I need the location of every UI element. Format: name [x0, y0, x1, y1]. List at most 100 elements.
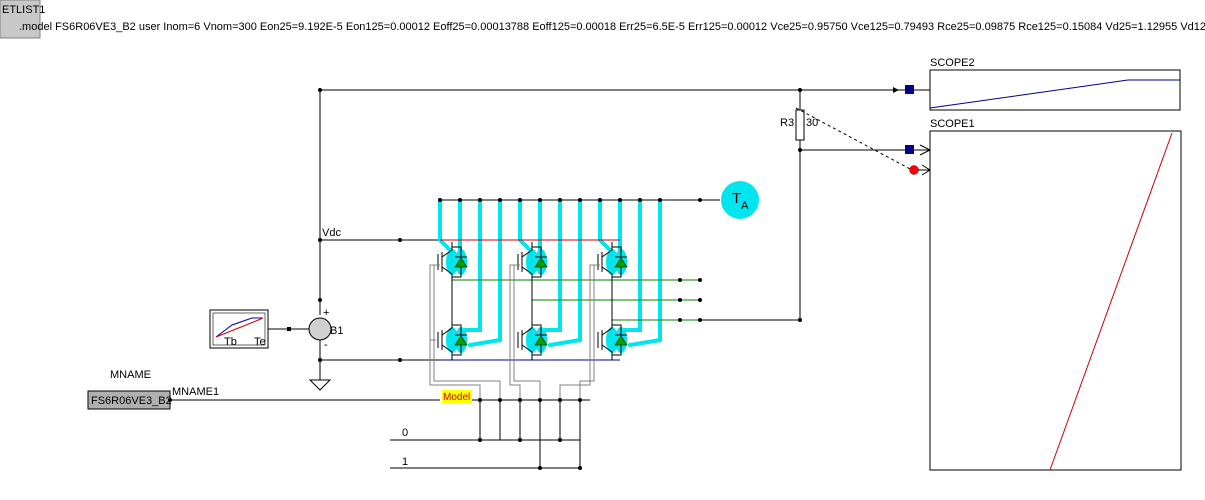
thermal-line [463, 198, 482, 332]
igbt-emitter [441, 344, 453, 360]
igbt-bridge[interactable] [437, 242, 628, 360]
scope1-probe-pin[interactable] [905, 145, 914, 154]
igbt-collector [601, 320, 613, 336]
igbt-switch[interactable] [597, 320, 628, 360]
ramp-icon-red [215, 317, 264, 338]
scope1[interactable]: SCOPE1 [929, 118, 1182, 471]
ramp-tb-label: Tb [224, 336, 237, 348]
diode-bottom-lead [532, 267, 542, 278]
ramp-block-frame[interactable] [209, 309, 269, 349]
diode-top-lead [612, 324, 622, 335]
junction-dot [478, 438, 482, 442]
thermal-line [598, 198, 612, 252]
igbt-emitter [521, 344, 533, 360]
junction-dot [318, 238, 322, 242]
junction-dot [318, 358, 322, 362]
junction-dot [798, 148, 802, 152]
junction-dot [578, 198, 582, 202]
ramp-block[interactable]: Tb Te [209, 309, 269, 349]
netlist-block[interactable]: ETLIST1 .model FS6R06VE3_B2 user Inom=6 … [0, 0, 1205, 39]
source-b1-label: B1 [330, 325, 343, 337]
igbt-switch[interactable] [517, 242, 548, 282]
temperature-meter-circle[interactable] [721, 181, 759, 219]
gate-wire [579, 264, 600, 400]
voltage-source-b1[interactable] [308, 317, 332, 341]
junction-dot [478, 198, 482, 202]
scope2-trace [929, 79, 1180, 109]
thermal-line [468, 198, 502, 347]
igbt-emitter [601, 344, 613, 360]
gate-wire [509, 264, 521, 400]
scope1-frame[interactable] [929, 130, 1182, 471]
diode-bottom-lead [452, 345, 462, 356]
thermal-line [543, 198, 562, 332]
igbt-switch[interactable] [437, 320, 468, 360]
junction-dot [458, 198, 462, 202]
junction-dot [438, 198, 442, 202]
resistor-r3-value: 30 [806, 117, 818, 129]
junction-dot [398, 238, 402, 242]
igbt-collector [521, 320, 533, 336]
igbt-switch[interactable] [597, 242, 628, 282]
junction-dot [578, 398, 582, 402]
igbt-thermal-marker [446, 249, 458, 275]
junction-dot [638, 198, 642, 202]
model-tag: Model [443, 392, 470, 403]
resistor-r3[interactable] [795, 109, 805, 141]
igbt-thermal-marker [606, 327, 618, 353]
diode-bottom-lead [612, 345, 622, 356]
igbt-collector [601, 242, 613, 258]
scope2-label: SCOPE2 [930, 57, 975, 69]
ramp-icon-blue [215, 317, 262, 338]
ramp-output-pin [287, 327, 291, 331]
junction-dot [168, 398, 172, 402]
igbt-emitter [601, 266, 613, 282]
junction-dot [698, 298, 702, 302]
temperature-meter-symbol: T [732, 190, 741, 207]
junction-dot [518, 198, 522, 202]
diode-bottom-lead [452, 267, 462, 278]
igbt-collector [441, 320, 453, 336]
gate-wire [429, 264, 481, 400]
igbt-switch[interactable] [517, 320, 548, 360]
junction-dot [318, 88, 322, 92]
igbt-thermal-marker [446, 327, 458, 353]
current-probe-pin[interactable] [909, 165, 919, 175]
junction-dot [538, 398, 542, 402]
igbt-collector [441, 242, 453, 258]
thermal-line [438, 198, 452, 252]
junction-dot [558, 398, 562, 402]
junction-dot [518, 438, 522, 442]
thermal-line [548, 198, 582, 347]
junction-dot [678, 318, 682, 322]
scope2-probe-pin[interactable] [905, 85, 914, 94]
diode-top-lead [532, 324, 542, 335]
junction-dots [168, 88, 802, 470]
netlist-box[interactable] [0, 0, 41, 39]
junction-dot [558, 438, 562, 442]
source-minus: - [324, 339, 328, 351]
gate-wire [559, 264, 596, 400]
diode-bottom-lead [532, 345, 542, 356]
temperature-meter[interactable]: T A [721, 181, 759, 219]
top-wire-arrow [893, 87, 899, 93]
junction-dot [538, 198, 542, 202]
diode-top-lead [612, 246, 622, 257]
gate-wiring [429, 264, 600, 400]
junction-dot [678, 298, 682, 302]
scope2[interactable]: SCOPE2 [929, 57, 1181, 111]
ramp-block-inner [212, 312, 266, 346]
junction-dot [678, 278, 682, 282]
thermal-line [518, 198, 532, 252]
logic-zero-label: 0 [402, 427, 408, 439]
junction-dot [698, 198, 702, 202]
junction-dot [398, 358, 402, 362]
model-tag-bg[interactable] [442, 390, 472, 403]
junction-dot [318, 298, 322, 302]
junction-dot [618, 198, 622, 202]
netlist-label: ETLIST1 [2, 4, 45, 16]
ramp-te-label: Te [254, 336, 266, 348]
node-vdc-label: Vdc [322, 227, 341, 239]
igbt-switch[interactable] [437, 242, 468, 282]
